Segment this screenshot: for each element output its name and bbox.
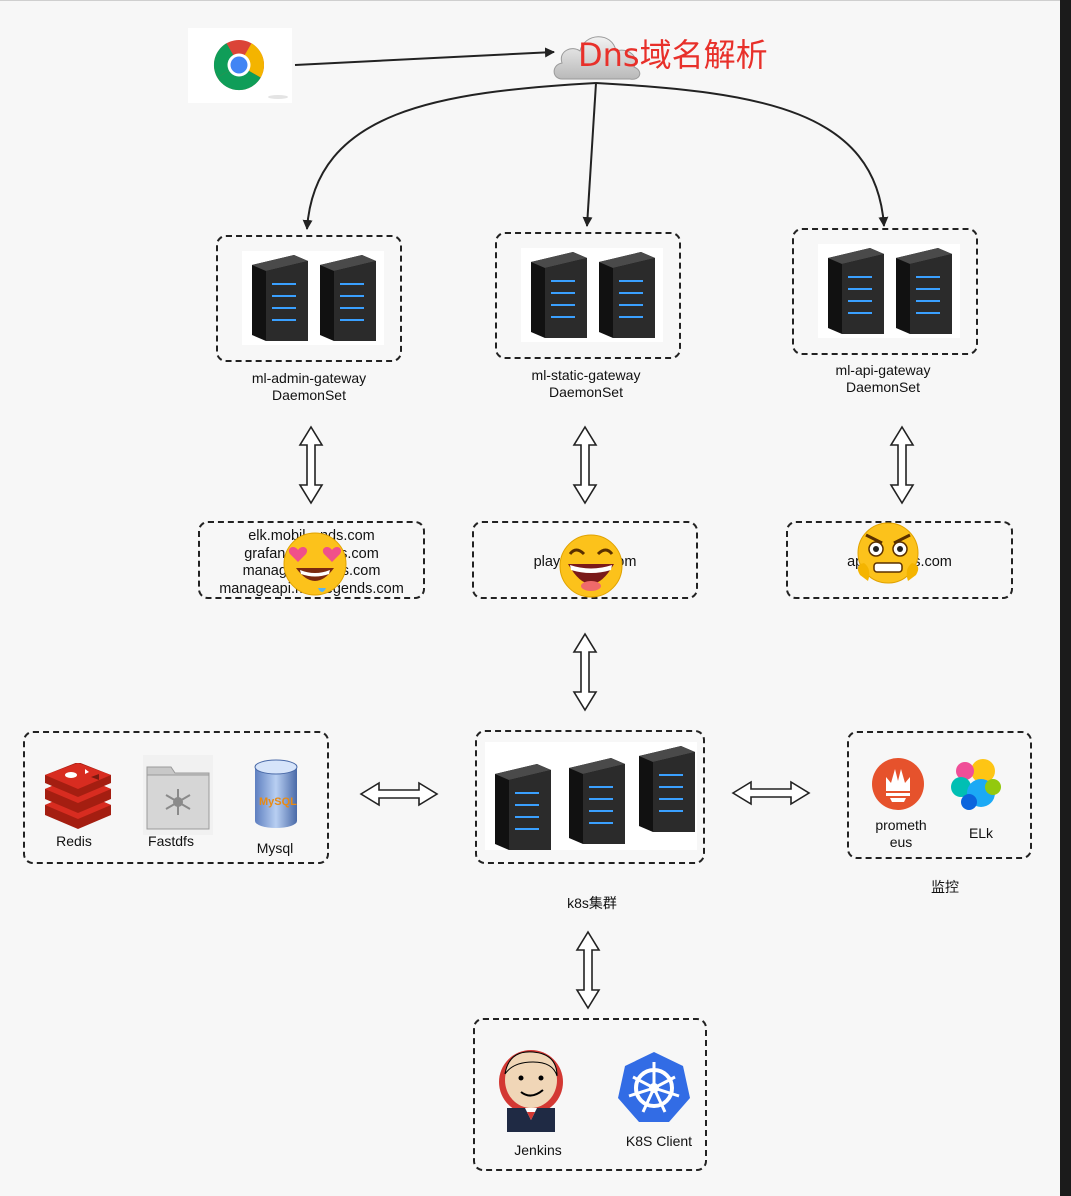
gateway-label-static: ml-static-gateway DaemonSet — [486, 367, 686, 401]
gateway-type: DaemonSet — [272, 387, 346, 403]
gateway-box-admin — [216, 235, 402, 362]
chrome-card — [188, 28, 292, 103]
storage-label-mysql: Mysql — [256, 840, 294, 856]
server-icon — [320, 255, 376, 341]
emoji-angry-icon — [857, 522, 919, 584]
scrollbar-edge — [1060, 0, 1071, 1196]
server-icon — [531, 252, 587, 338]
cloud-icon — [553, 36, 641, 80]
link-storage-cluster — [360, 782, 438, 806]
redis-icon — [45, 763, 111, 829]
server-icon — [569, 758, 625, 844]
server-pair — [242, 251, 384, 345]
server-icon — [828, 248, 884, 334]
ci-box: Jenkins K8S Client — [473, 1018, 707, 1171]
link-cluster-monitor — [732, 781, 810, 805]
arrow-dns-to-static — [582, 82, 597, 227]
monitor-label-prometheus: prometh eus — [875, 817, 927, 850]
gateway-box-static — [495, 232, 681, 359]
ci-label-k8s-client: K8S Client — [625, 1133, 693, 1149]
storage-box: Redis Fastdfs MySQL Mysql — [23, 731, 329, 864]
server-icon — [896, 248, 952, 334]
jenkins-icon — [499, 1050, 563, 1132]
cluster-label: k8s集群 — [567, 895, 617, 911]
monitor-box: prometh eus ELk — [847, 731, 1032, 859]
gateway-name: ml-api-gateway — [835, 362, 931, 378]
arrow-chrome-to-dns — [294, 47, 555, 66]
arrow-dns-to-api — [595, 82, 889, 227]
link-cluster-ci — [576, 931, 600, 1009]
storage-label-fastdfs: Fastdfs — [148, 833, 194, 849]
monitor-label-elk: ELk — [968, 825, 994, 841]
elk-icon — [951, 759, 1001, 810]
server-group — [485, 742, 697, 850]
storage-label-redis: Redis — [56, 833, 92, 849]
prometheus-icon — [872, 758, 924, 810]
server-icon — [495, 764, 551, 850]
link-admin-domain — [299, 426, 323, 504]
cluster-box — [475, 730, 705, 864]
chrome-icon — [213, 40, 288, 99]
mysql-icon: MySQL — [254, 759, 298, 828]
server-pair — [521, 248, 663, 342]
mysql-logo-text: MySQL — [259, 796, 297, 808]
fastdfs-icon — [143, 755, 213, 835]
gateway-type: DaemonSet — [549, 384, 623, 400]
gateway-label-admin: ml-admin-gateway DaemonSet — [209, 370, 409, 404]
gateway-name: ml-admin-gateway — [251, 370, 367, 386]
server-icon — [252, 255, 308, 341]
emoji-laughing-icon — [559, 534, 623, 598]
link-domain-cluster — [573, 633, 597, 711]
gateway-type: DaemonSet — [846, 379, 920, 395]
server-pair — [818, 244, 960, 338]
top-border — [0, 0, 1060, 1]
kubernetes-icon — [618, 1052, 690, 1122]
dns-title: Dns域名解析 — [578, 36, 768, 74]
gateway-name: ml-static-gateway — [531, 367, 641, 383]
gateway-label-api: ml-api-gateway DaemonSet — [783, 362, 983, 396]
arrow-dns-to-admin — [302, 82, 597, 230]
link-static-domain — [573, 426, 597, 504]
emoji-heart-eyes-icon — [283, 532, 347, 596]
gateway-box-api — [792, 228, 978, 355]
link-api-domain — [890, 426, 914, 504]
server-icon — [599, 252, 655, 338]
ci-label-jenkins: Jenkins — [514, 1142, 562, 1158]
server-icon — [639, 746, 695, 832]
monitor-label: 监控 — [931, 879, 959, 895]
